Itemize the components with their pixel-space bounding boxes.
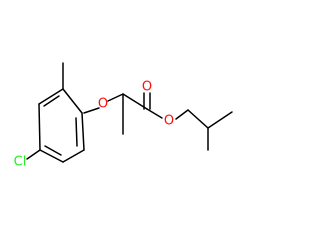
ch2-to-isobutyl-ch-bond: [187, 109, 209, 129]
atom-labels: Cl O O O: [14, 80, 174, 170]
ring-double-bond-inner-3: [75, 117, 78, 147]
structure-diagram: Cl O O O: [14, 62, 233, 170]
ring-bond-c2-c3: [38, 88, 64, 105]
carbonyl-to-ester-oxygen-bond: [146, 108, 163, 119]
ester-oxygen-atom-label: O: [164, 114, 174, 129]
carbonyl-oxygen-atom-label: O: [142, 80, 152, 95]
ch-to-carbonyl-bond: [122, 93, 148, 110]
ring-double-bond-inner-2: [44, 145, 62, 156]
bonds: [26, 62, 233, 163]
ring-double-bond-inner-1: [43, 95, 60, 107]
ring-bond-c5-c6: [62, 149, 85, 163]
ether-oxygen-atom-label: O: [98, 97, 108, 112]
chlorine-atom-label: Cl: [14, 155, 27, 170]
ether-oxygen-to-ch-bond: [107, 93, 124, 102]
isobutyl-methyl-up-bond: [207, 111, 233, 129]
ring-bond-c6-c1: [81, 112, 85, 151]
ester-oxygen-to-ch2-bond: [175, 109, 189, 120]
ring-bond-c3-c4: [38, 103, 41, 151]
ring-bond-c1-c2: [62, 88, 83, 114]
chloro-bond: [26, 149, 41, 160]
ring-bond-c4-c5: [39, 149, 64, 163]
ring-to-ether-oxygen-bond: [83, 107, 100, 114]
